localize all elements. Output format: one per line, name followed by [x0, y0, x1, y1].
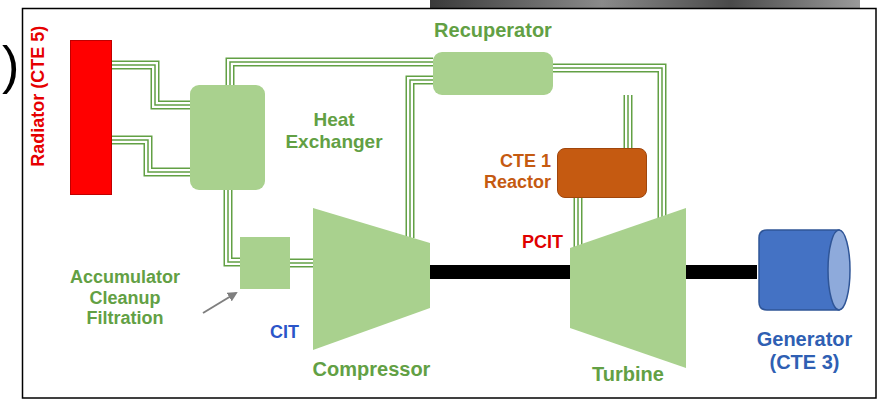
photo-fragment [430, 0, 860, 8]
shaft-line [430, 265, 570, 279]
machine-body [570, 208, 686, 368]
pipe-gap [553, 68, 662, 222]
turbine-shape: Turbine [570, 208, 686, 368]
pipe-outer [112, 65, 190, 105]
pipe-outer [230, 62, 433, 85]
pipe-center [112, 140, 190, 172]
leader-arrow [203, 293, 236, 313]
drive-shaft [686, 272, 757, 273]
pipe-center [230, 62, 433, 85]
coolant-pipe [230, 62, 433, 85]
figure-frame [23, 9, 877, 399]
component-label: Heat Exchanger [282, 109, 386, 153]
pipe-center [290, 262, 313, 264]
pipe-center [627, 95, 629, 148]
state-point-label: PCIT [522, 232, 563, 253]
pipe-gap [290, 260, 313, 266]
accumulator-box: Accumulator Cleanup Filtration [240, 237, 290, 289]
pipe-gap [112, 140, 190, 172]
coolant-pipe [290, 263, 313, 264]
coolant-pipe [628, 95, 629, 148]
pipe-outer [410, 80, 433, 238]
pipe-gap [112, 65, 190, 105]
pipe-center [228, 190, 240, 262]
pipe-gap [230, 62, 433, 85]
machine-outline [313, 208, 430, 350]
generator-body [759, 230, 839, 310]
coolant-pipe [553, 68, 662, 222]
state-point-label: CIT [270, 322, 299, 343]
coolant-pipe [228, 190, 240, 262]
machine-body [313, 208, 430, 350]
reactor-box: CTE 1 Reactor [557, 148, 647, 198]
component-label: Radiator (CTE 5) [28, 25, 49, 166]
generator-outline [757, 228, 852, 312]
coolant-pipe [112, 140, 190, 172]
pipe-center [112, 65, 190, 105]
radiator-panel: Radiator (CTE 5) [70, 40, 112, 195]
pipe-outer [290, 259, 313, 268]
component-label: Recuperator [413, 19, 573, 42]
generator-end-cap [828, 230, 850, 310]
component-label: Accumulator Cleanup Filtration [55, 267, 195, 329]
pipe-outer [112, 140, 190, 172]
component-label: Generator (CTE 3) [747, 328, 862, 374]
pipe-gap [625, 95, 631, 148]
pipe-gap [410, 80, 433, 238]
machine-outline [570, 208, 686, 368]
coolant-pipe [410, 80, 433, 238]
generator-cylinder: Generator (CTE 3) [757, 228, 852, 312]
drive-shaft [430, 272, 570, 273]
component-label: Turbine [550, 363, 706, 386]
component-label: Compressor [293, 358, 450, 381]
pipe-gap [575, 198, 581, 248]
heat-exchanger-box: Heat Exchanger [190, 85, 265, 190]
pipe-gap [228, 190, 240, 262]
coolant-pipe [578, 198, 579, 248]
coolant-pipe [112, 65, 190, 105]
compressor-shape: Compressor [313, 208, 430, 350]
pipe-outer [553, 68, 662, 222]
pipe-center [553, 68, 662, 222]
recuperator-box: Recuperator [433, 52, 553, 95]
component-label: CTE 1 Reactor [478, 151, 551, 192]
pipe-center [410, 80, 433, 238]
panel-letter: ) [2, 36, 19, 96]
pipe-outer [574, 198, 583, 248]
shaft-line [686, 265, 757, 279]
pipe-outer [228, 190, 240, 262]
pipe-outer [624, 95, 633, 148]
pipe-center [577, 198, 579, 248]
